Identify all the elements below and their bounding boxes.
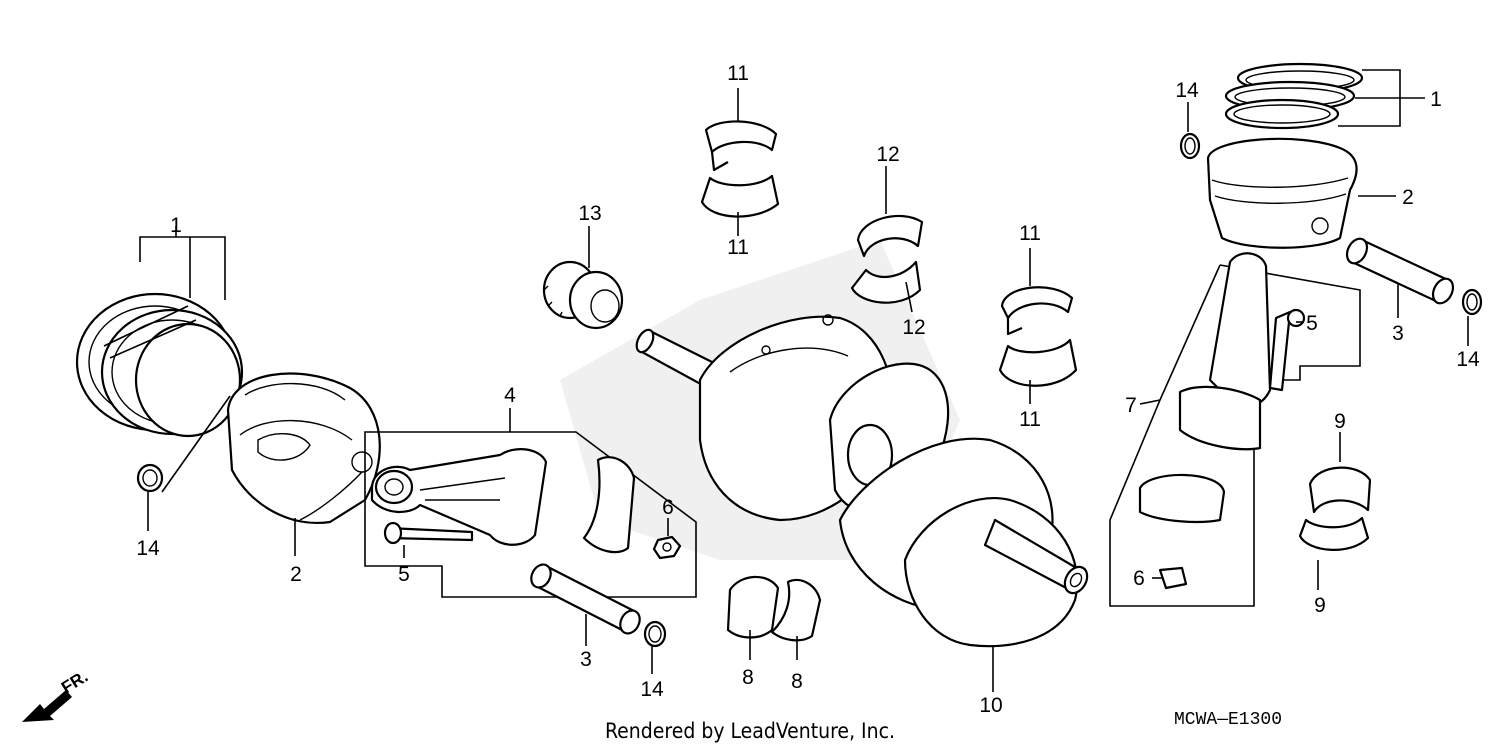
callout-14-top-right: 14 xyxy=(1175,79,1199,102)
diagram-code: MCWA—E1300 xyxy=(1174,710,1282,730)
crankshaft[interactable] xyxy=(633,314,1091,648)
callout-12-bottom: 12 xyxy=(902,316,925,339)
callout-14-left: 14 xyxy=(136,537,160,560)
callout-11-a-bottom: 11 xyxy=(727,236,749,259)
callout-1-right: 1 xyxy=(1430,88,1442,111)
clip-left[interactable] xyxy=(136,463,164,493)
callout-8-a: 8 xyxy=(742,666,754,689)
callout-10: 10 xyxy=(979,694,1002,717)
callout-6-right: 6 xyxy=(1133,567,1145,590)
bearing-12-pair[interactable] xyxy=(850,214,924,304)
callout-14-right: 14 xyxy=(1456,348,1480,371)
callout-8-b: 8 xyxy=(791,670,803,693)
callout-4-left: 4 xyxy=(504,384,516,407)
callout-2-right: 2 xyxy=(1402,186,1414,209)
piston-right[interactable] xyxy=(1206,137,1358,249)
callout-11-b-top: 11 xyxy=(1019,222,1041,245)
callout-9-bottom: 9 xyxy=(1314,594,1326,617)
credit-text: Rendered by LeadVenture, Inc. xyxy=(605,719,895,743)
callout-3-right: 3 xyxy=(1392,322,1404,345)
bearing-11-upper-pair[interactable] xyxy=(700,120,780,218)
callout-3-left: 3 xyxy=(580,648,592,671)
clip-top-right[interactable] xyxy=(1179,132,1201,160)
callout-12-top: 12 xyxy=(876,143,899,166)
piston-left[interactable] xyxy=(226,372,381,525)
bearing-11-lower-pair[interactable] xyxy=(998,286,1078,387)
callout-1-left: 1 xyxy=(170,214,182,237)
callout-9-top: 9 xyxy=(1334,410,1346,433)
callout-6-left: 6 xyxy=(662,496,674,519)
piston-rings-left[interactable] xyxy=(75,292,244,438)
piston-rings-right[interactable] xyxy=(1224,62,1364,130)
front-arrow-icon xyxy=(22,690,72,722)
conrod-assembly-left[interactable] xyxy=(364,431,697,598)
bearing-9-pair[interactable] xyxy=(1298,466,1372,551)
callout-14-bottom: 14 xyxy=(640,678,664,701)
bearing-8-pair[interactable] xyxy=(726,575,822,642)
piston-pin-left[interactable] xyxy=(528,561,644,637)
callout-11-a-top: 11 xyxy=(727,62,749,85)
callout-11-b-bottom: 11 xyxy=(1019,408,1041,431)
leader-lines xyxy=(139,69,1469,692)
clip-bottom[interactable] xyxy=(643,620,667,648)
callout-13: 13 xyxy=(578,202,601,225)
conrod-assembly-right[interactable] xyxy=(1109,252,1361,607)
callout-7: 7 xyxy=(1125,394,1137,417)
clip-right[interactable] xyxy=(1461,288,1483,316)
callout-5-right: 5 xyxy=(1306,312,1318,335)
piston-pin-right[interactable] xyxy=(1343,235,1457,306)
front-direction-indicator: FR. xyxy=(22,667,91,722)
callout-labels: 1 2 14 4 5 6 3 14 8 8 11 11 12 12 13 10 … xyxy=(136,62,1480,717)
callout-5-left: 5 xyxy=(398,563,410,586)
gear-13[interactable] xyxy=(542,260,624,330)
callout-2-left: 2 xyxy=(290,563,302,586)
